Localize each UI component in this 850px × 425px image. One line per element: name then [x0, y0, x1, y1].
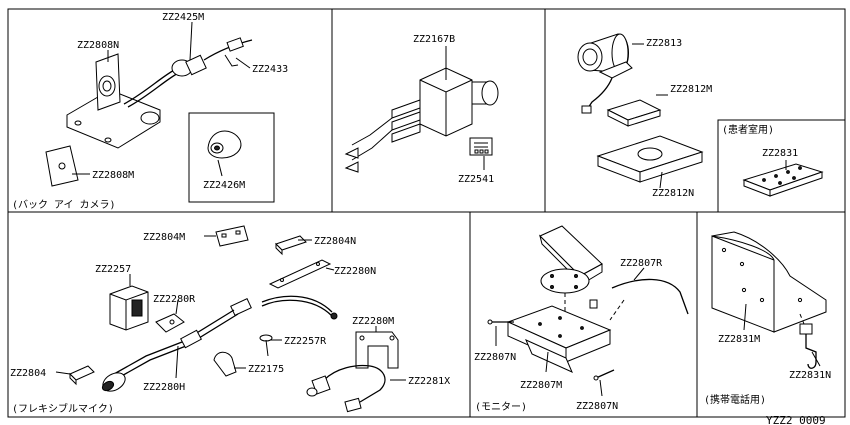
camera-2813-drawing — [577, 33, 633, 79]
drawing-code: YZZ2 0009 — [766, 414, 826, 425]
label-zz2433: ZZ2433 — [252, 64, 288, 75]
section-mobile-phone: ZZ2831M ZZ2831N (携帯電話用) — [704, 231, 831, 406]
section-connector: ZZ2167B ZZ2541 — [344, 34, 499, 185]
label-zz2175: ZZ2175 — [248, 364, 284, 375]
label-zz2804: ZZ2804 — [10, 368, 46, 379]
caption-mobile-phone: (携帯電話用) — [704, 393, 766, 406]
camera-plug-drawing — [581, 105, 592, 114]
label-zz2831m: ZZ2831M — [718, 334, 760, 345]
clip-2175-drawing — [213, 351, 237, 377]
cradle-box-border — [717, 119, 845, 212]
label-zz2167b: ZZ2167B — [413, 34, 455, 45]
label-zz2426m: ZZ2426M — [203, 180, 245, 191]
bar-2280n-drawing — [268, 259, 332, 289]
section6-leaders — [495, 267, 645, 397]
cable-2425m-drawing — [123, 37, 253, 108]
grommet-2426m-drawing — [207, 130, 242, 159]
bracket-2808n-drawing — [66, 53, 161, 149]
label-zz2808m: ZZ2808M — [92, 170, 134, 181]
connector-2167b-drawing — [344, 67, 499, 173]
label-plate-2541-drawing — [469, 137, 493, 156]
section-camera-unit: ZZ2813 ZZ2812M ZZ2812N — [577, 33, 712, 199]
section1-leaders — [72, 21, 251, 177]
bracket-2804n-drawing — [275, 235, 307, 256]
screw-2257r-drawing — [259, 334, 273, 357]
section-monitor: ZZ2807R ZZ2807N ZZ2807M ZZ2807N (モニター) — [474, 225, 689, 413]
section-frames — [7, 8, 846, 418]
caption-monitor: (モニター) — [475, 401, 527, 413]
rod-2807r-drawing — [609, 278, 689, 321]
mic-boom-drawing — [101, 295, 338, 392]
label-zz2804m: ZZ2804M — [143, 232, 185, 243]
outer-frame — [7, 8, 846, 418]
bracket-2807m-drawing — [506, 305, 612, 373]
cable-2281x-drawing — [306, 364, 386, 413]
label-zz2831: ZZ2831 — [762, 148, 798, 159]
switch-2257-drawing — [109, 285, 149, 331]
inset-box-2426m — [188, 112, 275, 203]
caption-flexible-mic: (フレキシブルマイク) — [12, 402, 114, 415]
clip-2804-drawing — [69, 365, 95, 386]
pin-2807n-a-drawing — [487, 319, 514, 325]
label-zz2831n: ZZ2831N — [789, 370, 831, 381]
caption-back-eye-camera: (バック アイ カメラ) — [12, 199, 116, 211]
label-zz2808n: ZZ2808N — [77, 40, 119, 51]
plate-2280r-drawing — [155, 313, 185, 333]
section-back-eye-camera: ZZ2808N ZZ2425M ZZ2433 ZZ2808M ZZ2426M (… — [12, 12, 288, 211]
label-zz2541: ZZ2541 — [458, 174, 494, 185]
label-zz2280r: ZZ2280R — [153, 294, 196, 305]
section5-leaders — [55, 235, 406, 381]
plate-2812n-drawing — [596, 135, 704, 183]
label-zz2280h: ZZ2280H — [143, 382, 185, 393]
bracket-2812m-drawing — [606, 99, 662, 127]
label-zz2812n: ZZ2812N — [652, 188, 694, 199]
label-zz2807n-a: ZZ2807N — [474, 352, 516, 363]
label-zz2281x: ZZ2281X — [408, 376, 450, 387]
label-zz2813: ZZ2813 — [646, 38, 682, 49]
section-flexible-mic: ZZ2804M ZZ2804N ZZ2257 ZZ2280N ZZ2280R Z… — [10, 225, 450, 415]
label-zz2425m: ZZ2425M — [162, 12, 204, 23]
caption-cradle: (患者室用) — [722, 123, 774, 136]
label-zz2812m: ZZ2812M — [670, 84, 712, 95]
pin-2807n-b-drawing — [593, 369, 615, 381]
label-zz2807r: ZZ2807R — [620, 258, 663, 269]
monitor-base-drawing — [540, 268, 598, 318]
section-cradle: (患者室用) ZZ2831 — [722, 123, 824, 197]
label-zz2257: ZZ2257 — [95, 264, 131, 275]
label-zz2257r: ZZ2257R — [284, 336, 327, 347]
label-zz2807m: ZZ2807M — [520, 380, 562, 391]
label-zz2804n: ZZ2804N — [314, 236, 356, 247]
bracket-2280m-drawing — [355, 331, 399, 369]
label-zz2280m: ZZ2280M — [352, 316, 394, 327]
clip-2831n-drawing — [799, 313, 817, 369]
label-zz2807n-b: ZZ2807N — [576, 401, 618, 412]
cradle-2831-drawing — [742, 163, 824, 197]
holder-2831m-drawing — [711, 231, 827, 333]
plate-2804m-drawing — [215, 225, 249, 247]
label-zz2280n: ZZ2280N — [334, 266, 376, 277]
plate-2808m-drawing — [45, 145, 79, 187]
